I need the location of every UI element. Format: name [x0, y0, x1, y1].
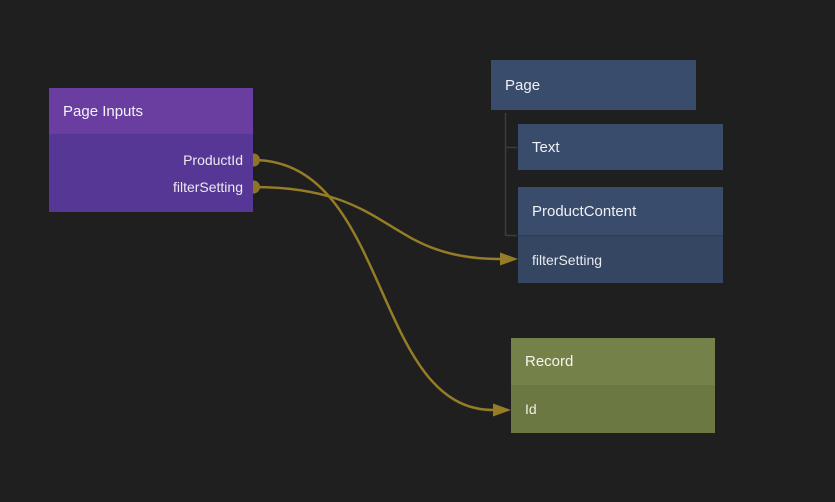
output-label-filtersetting: filterSetting — [172, 178, 243, 195]
connection-productid-to-record-id[interactable] — [252, 158, 511, 417]
productcontent-label: ProductContent — [532, 202, 637, 220]
input-row-filtersetting[interactable]: filterSetting — [518, 235, 723, 283]
page-tree-connector — [504, 113, 517, 237]
output-row-filtersetting[interactable]: filterSetting — [49, 173, 253, 200]
output-label-productid: ProductId — [183, 151, 243, 168]
page-inputs-node[interactable]: Page Inputs ProductId filterSetting — [49, 88, 253, 212]
page-root-label: Page — [505, 76, 541, 94]
page-root-node[interactable]: Page — [491, 60, 696, 110]
connection-filtersetting-to-productcontent[interactable] — [252, 185, 518, 266]
input-label-id: Id — [525, 401, 537, 417]
record-node[interactable]: Record Id — [511, 338, 715, 433]
productcontent-node[interactable]: ProductContent filterSetting — [518, 187, 723, 283]
input-label-filtersetting: filterSetting — [532, 251, 603, 268]
productcontent-header[interactable]: ProductContent — [518, 187, 723, 235]
page-inputs-title: Page Inputs — [63, 102, 144, 120]
text-widget-label: Text — [532, 138, 560, 156]
output-row-productid[interactable]: ProductId — [49, 146, 253, 173]
text-widget-node[interactable]: Text — [518, 124, 723, 170]
page-inputs-body: ProductId filterSetting — [49, 134, 253, 212]
record-title: Record — [525, 353, 574, 370]
record-header[interactable]: Record — [511, 338, 715, 385]
input-row-id[interactable]: Id — [511, 385, 715, 433]
page-inputs-header[interactable]: Page Inputs — [49, 88, 253, 134]
